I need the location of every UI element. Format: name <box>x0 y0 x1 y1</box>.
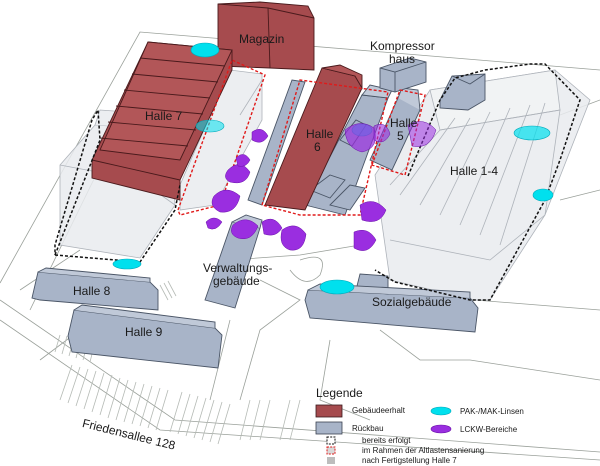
legend-pak-label: PAK-/MAK-Linsen <box>460 407 524 416</box>
label-sozialgebaeude: Sozialgebäude <box>372 295 452 309</box>
legend-lckw-label: LCKW-Bereiche <box>460 425 518 434</box>
label-kompressorhaus-line1: Kompressor <box>370 39 435 53</box>
label-halle9: Halle 9 <box>125 325 163 339</box>
legend-altlasten-label: im Rahmen der Altlastensanierung <box>362 446 485 455</box>
label-halle7: Halle 7 <box>145 109 183 123</box>
label-halle5-line2: 5 <box>397 129 404 143</box>
legend-nach-fertigstellung-label: nach Fertigstellung Halle 7 <box>362 456 457 465</box>
legend-bereits-label: bereits erfolgt <box>362 436 411 445</box>
parking-stripes <box>54 280 301 445</box>
legend-altlasten-swatch <box>326 446 336 455</box>
label-halle5-line1: Halle <box>390 116 418 130</box>
legend-swatches <box>315 404 452 464</box>
pak-lenses <box>112 42 554 295</box>
lckw-areas <box>205 121 437 251</box>
label-halle8: Halle 8 <box>73 284 111 298</box>
black-dashed-outlines <box>54 63 581 301</box>
legend-title: Legende <box>316 386 363 400</box>
red-dashed-outlines <box>177 59 426 216</box>
legend-erhalt-label: Gebäudeerhalt <box>352 406 405 415</box>
legend-erhalt-swatch <box>315 404 343 418</box>
label-halle6-line2: 6 <box>314 140 321 154</box>
label-verwaltung-line1: Verwaltungs- <box>203 261 273 275</box>
legend-rueckbau-label: Rückbau <box>352 424 384 433</box>
legend-bereits-swatch <box>326 436 336 445</box>
legend-pak-swatch <box>430 406 452 416</box>
label-verwaltung-line2: gebäude <box>213 274 260 288</box>
label-magazin: Magazin <box>239 32 285 46</box>
legend-nach-fertigstellung-swatch <box>327 457 335 464</box>
label-halle6-line1: Halle <box>306 127 334 141</box>
legend-rueckbau-swatch <box>315 421 343 435</box>
legend-lckw-swatch <box>430 424 452 434</box>
label-kompressorhaus-line2: haus <box>389 52 416 66</box>
label-halle14: Halle 1-4 <box>450 164 499 178</box>
